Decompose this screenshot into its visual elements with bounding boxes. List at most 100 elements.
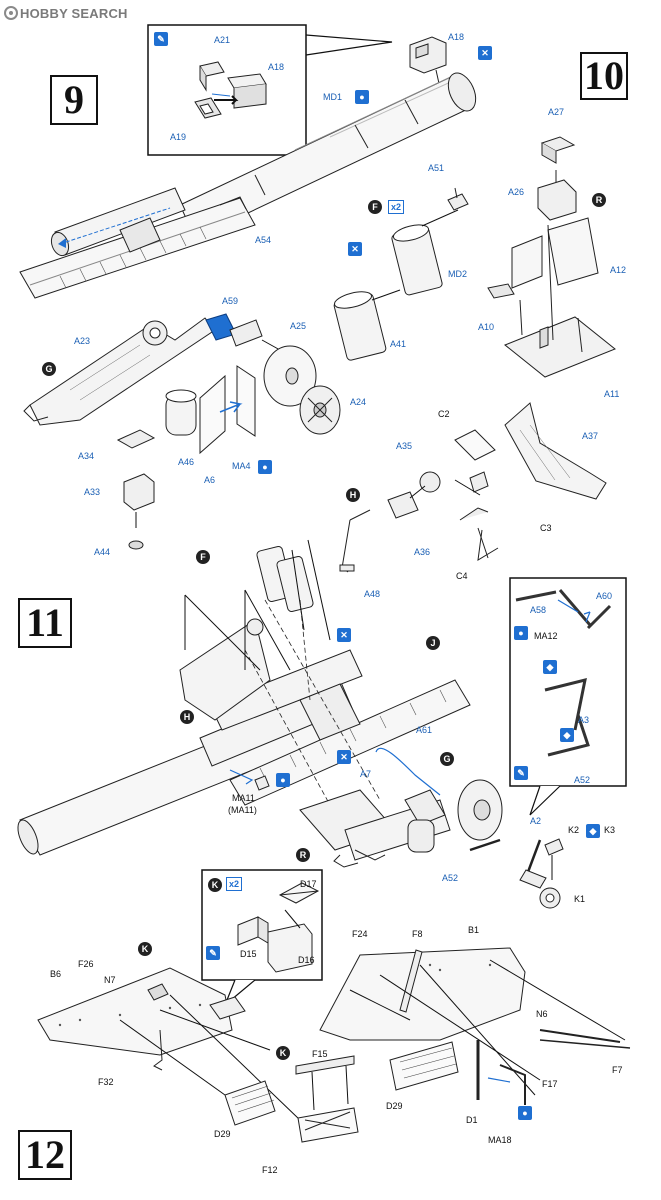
assembly-f-icon: F [196,550,210,564]
paint-drop-icon: ● [518,1106,532,1120]
assembly-k-icon: K [208,878,222,892]
assembly-h-icon: H [346,488,360,502]
grill-d29-left [224,1080,276,1126]
part-label: A41 [390,339,407,349]
quantity-x2-mark: x2 [226,877,243,891]
assembly-k-icon: K [138,942,152,956]
assembly-r-icon: R [296,848,310,862]
part-label: A7 [360,769,372,779]
trail-assembly-left [23,313,281,426]
part-label: D15 [240,949,257,959]
glue-icon: ✎ [514,766,528,780]
step9-inset-pointer [305,34,393,56]
step11-inset-pointer [529,785,561,816]
part-label: MD1 [323,92,343,102]
assembly-h-icon: H [180,710,194,724]
equilibrator-parts [333,187,469,361]
part-label: A52 [442,873,459,883]
part-label: D29 [214,1129,231,1139]
part-label: A37 [582,431,599,441]
part-label: MD2 [448,269,468,279]
part-label: A60 [596,591,613,601]
right-shield-b1 [319,947,626,1096]
breech-block-part [409,36,447,89]
part-label: N7 [104,975,116,985]
optional-part-icon: ✕ [337,750,351,764]
part-label: A3 [578,715,590,725]
plate-f12 [295,1055,359,1143]
part-label: A61 [416,725,433,735]
part-label: F15 [312,1049,328,1059]
assembly-g-icon: G [42,362,56,376]
step9-inset-box [147,24,307,156]
part-label: A21 [214,35,231,45]
part-label: F32 [98,1077,114,1087]
part-label: A27 [548,107,565,117]
step12-inset-parts [237,882,320,973]
part-label: A11 [604,389,620,399]
left-shield-b6 [37,967,301,1121]
glue-icon: ✎ [154,32,168,46]
part-label: A26 [508,187,525,197]
part-label: A10 [478,322,495,332]
part-label: K3 [604,825,616,835]
elevation-mechanism [487,136,616,378]
part-label: D17 [300,879,317,889]
watermark-text: HOBBY SEARCH [20,5,128,21]
part-label: A25 [290,321,307,331]
part-label: A54 [255,235,272,245]
part-label: A19 [170,132,187,142]
quantity-x2-mark: x2 [388,200,405,214]
part-label: D29 [386,1101,403,1111]
assembly-f-icon: F [368,200,382,214]
glue-icon: ✎ [206,946,220,960]
part-label: A44 [94,547,111,557]
assembly-k-icon: K [276,1046,290,1060]
part-label: A6 [204,475,216,485]
part-label: MA4 [232,461,251,471]
part-label: B6 [50,969,62,979]
part-label: MA18 [488,1135,512,1145]
optional-part-icon: ✕ [337,628,351,642]
part-label: A34 [78,451,95,461]
trail-assembly-right [339,402,607,573]
part-label: A18 [448,32,465,42]
part-label: B1 [468,925,480,935]
part-label: K2 [568,825,580,835]
paint-drop-icon: ● [514,626,528,640]
part-label: N6 [536,1009,548,1019]
part-label: MA12 [534,631,558,641]
part-label: A52 [574,775,591,785]
paint-drop-icon: ● [355,90,369,104]
optional-part-icon: ✕ [478,46,492,60]
optional-part-icon: ✕ [348,242,362,256]
part-label: A46 [178,457,195,467]
grill-d29-right [389,1041,459,1091]
part-label: A36 [414,547,431,557]
spade-plates [116,365,256,550]
part-label: C3 [540,523,552,533]
part-label: A33 [84,487,101,497]
part-label: F12 [262,1165,278,1175]
hobby-search-watermark: HOBBY SEARCH [4,4,128,22]
step-9-number: 9 [50,75,98,125]
part-label: D16 [298,955,315,965]
cradle-recuperator [19,187,256,299]
wheel-disc-a25 [263,345,317,407]
step11-small-parts [469,838,564,909]
step9-inset-parts [194,61,267,119]
optional-part-icon: ◆ [560,728,574,742]
part-label: A51 [428,163,445,173]
part-label: A59 [222,296,239,306]
part-label: A24 [350,397,367,407]
part-label: A12 [610,265,627,275]
part-label: A35 [396,441,413,451]
part-label: F26 [78,959,94,969]
part-label: F7 [612,1065,623,1075]
part-label: C2 [438,409,450,419]
part-label: A23 [74,336,91,346]
part-label: A58 [530,605,547,615]
step11-inset-parts [515,589,612,757]
part-label: (MA11) [228,805,257,815]
part-label: K1 [574,894,586,904]
